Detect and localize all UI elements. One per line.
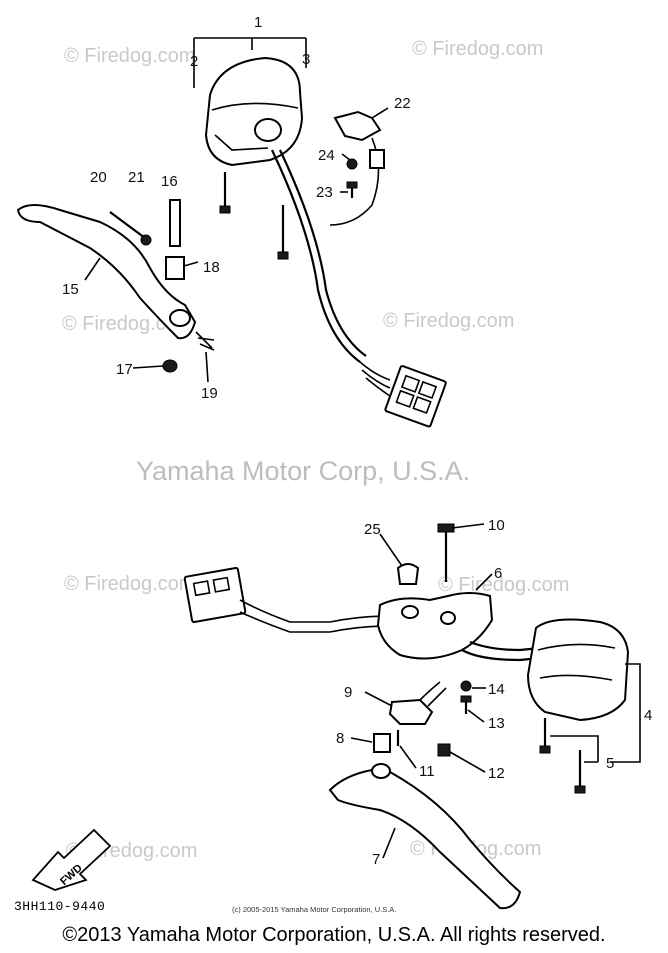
callout-25: 25	[364, 521, 381, 538]
brake-lever	[16, 204, 197, 340]
watermark-layer: © Firedog.com © Firedog.com © Firedog.co…	[62, 38, 569, 862]
copyright-footer: ©2013 Yamaha Motor Corporation, U.S.A. A…	[62, 924, 606, 946]
callout-numbers: 1 2 3 22 24 23 20 21 16 18 15 17 19 25 1…	[62, 14, 652, 868]
callout-22: 22	[394, 95, 411, 112]
lower-assembly	[183, 523, 641, 910]
fwd-arrow-icon: FWD	[31, 828, 112, 891]
watermark-main: Yamaha Motor Corp, U.S.A.	[136, 456, 470, 486]
callout-7: 7	[372, 851, 380, 868]
spring	[195, 331, 215, 351]
multi-pin-connector	[384, 365, 447, 428]
callout-18: 18	[203, 259, 220, 276]
callout-20: 20	[90, 169, 107, 186]
left-switch-housing	[526, 618, 630, 722]
callout-16: 16	[161, 173, 178, 190]
callout-24: 24	[318, 147, 335, 164]
brake-switch	[333, 110, 382, 142]
left-connector	[183, 566, 247, 624]
watermark-2: © Firedog.com	[412, 38, 543, 60]
callout-9: 9	[344, 684, 352, 701]
screw-cap	[396, 563, 420, 585]
leader-lines	[84, 107, 493, 859]
callout-23: 23	[316, 184, 333, 201]
callout-11: 11	[419, 763, 435, 780]
clutch-switch	[388, 698, 434, 725]
watermark-1: © Firedog.com	[64, 45, 195, 67]
callout-14: 14	[488, 681, 505, 698]
callout-2: 2	[190, 53, 198, 70]
switch-cable	[271, 149, 361, 363]
callout-21: 21	[128, 169, 145, 186]
watermark-6: © Firedog.com	[438, 574, 569, 596]
callout-19: 19	[201, 385, 218, 402]
callout-5: 5	[606, 755, 614, 772]
callout-10: 10	[488, 517, 505, 534]
clutch-lever	[328, 768, 522, 910]
callout-6: 6	[494, 565, 502, 582]
callout-8: 8	[336, 730, 344, 747]
callout-4: 4	[644, 707, 652, 724]
clutch-holder	[376, 592, 494, 660]
callout-1: 1	[254, 14, 262, 31]
part-code: 3HH110-9440	[14, 899, 106, 914]
switch-button	[254, 118, 282, 142]
callout-3: 3	[302, 51, 310, 68]
copyright-small: (c) 2005-2015 Yamaha Motor Corporation, …	[232, 905, 397, 914]
callout-13: 13	[488, 715, 505, 732]
callout-17: 17	[116, 361, 133, 378]
watermark-4: © Firedog.com	[383, 310, 514, 332]
upper-assembly	[16, 37, 447, 428]
switch-plug	[369, 149, 385, 169]
pivot-collar	[373, 733, 391, 753]
callout-12: 12	[488, 765, 505, 782]
callout-15: 15	[62, 281, 79, 298]
watermark-5: © Firedog.com	[64, 573, 195, 595]
